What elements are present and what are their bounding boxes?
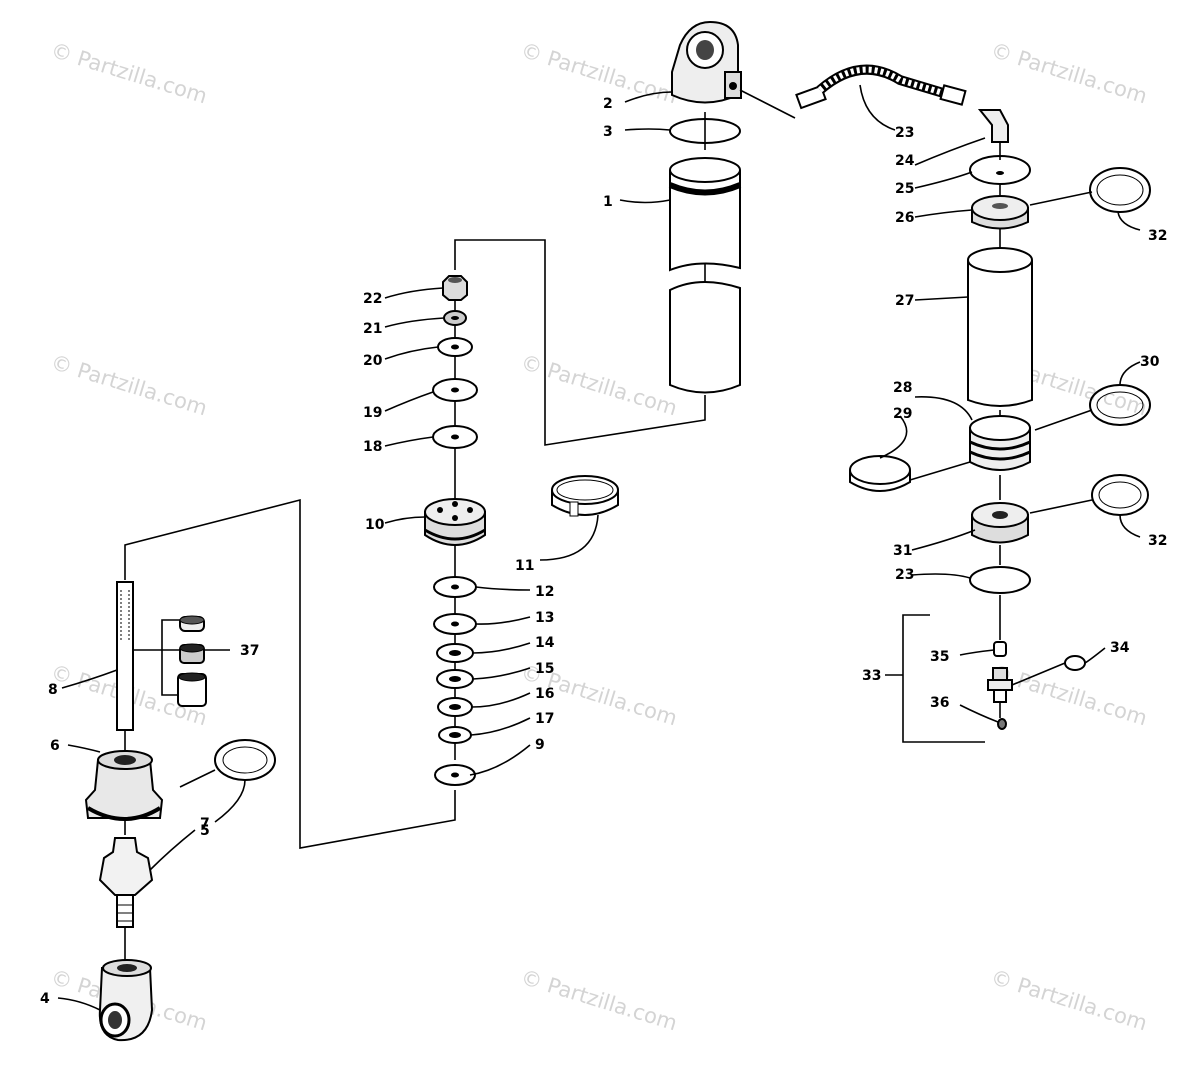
callout-13: 13: [535, 610, 554, 626]
callout-32-top: 32: [1148, 228, 1167, 244]
callout-5: 5: [200, 823, 210, 839]
callout-20: 20: [363, 353, 383, 369]
seal: [969, 155, 1031, 185]
callout-14: 14: [535, 635, 555, 651]
seal-ring: [214, 739, 276, 781]
callout-23-oring: 23: [895, 567, 914, 583]
bearing-housing: [84, 750, 164, 821]
piston-stack: [424, 275, 619, 786]
callout-7: 7: [200, 816, 210, 832]
body-tube: [668, 157, 742, 394]
valve-cap: [997, 718, 1007, 730]
reservoir-hose: [795, 64, 1009, 143]
callout-10: 10: [365, 517, 385, 533]
callout-16: 16: [535, 686, 554, 702]
callout-36: 36: [930, 695, 949, 711]
callout-23-hose: 23: [895, 125, 914, 141]
rod-end: [98, 837, 154, 928]
callout-33: 33: [862, 668, 881, 684]
callout-32-bottom: 32: [1148, 533, 1167, 549]
piston-band: [551, 475, 619, 517]
callout-2: 2: [603, 96, 613, 112]
callout-18: 18: [363, 439, 382, 455]
callout-35: 35: [930, 649, 949, 665]
callout-26: 26: [895, 210, 914, 226]
piston: [424, 498, 486, 546]
reservoir-end-cap: [971, 502, 1029, 544]
callout-37: 37: [240, 643, 259, 659]
shock-body: [668, 20, 1151, 730]
valve-body: [987, 667, 1013, 703]
reservoir-tube: [967, 247, 1033, 407]
callout-25: 25: [895, 181, 914, 197]
o-ring: [969, 566, 1031, 594]
callout-9: 9: [535, 737, 545, 753]
callout-24: 24: [895, 153, 915, 169]
shaft: [116, 581, 134, 731]
backup-ring: [1089, 167, 1151, 213]
callout-17: 17: [535, 711, 554, 727]
callout-31: 31: [893, 543, 912, 559]
upper-eye: [671, 20, 742, 104]
lower-eye: [98, 959, 154, 1042]
callout-22: 22: [363, 291, 382, 307]
valve-washer: [1064, 655, 1086, 671]
shaft-assembly: [84, 581, 276, 1042]
assembly-lines: [124, 112, 1001, 960]
bushing-set: [177, 615, 207, 707]
callout-1: 1: [603, 194, 613, 210]
callout-12: 12: [535, 584, 554, 600]
callout-labels: 1 2 3 4 5 6 7 8 9 10 11 12 13 14 15 16 1…: [40, 96, 1167, 1007]
callout-21: 21: [363, 321, 382, 337]
leader-lines: [57, 84, 1141, 1011]
piston-ring: [849, 455, 911, 492]
o-ring: [669, 118, 741, 144]
callout-15: 15: [535, 661, 554, 677]
callout-6: 6: [50, 738, 60, 754]
backup-ring: [1091, 474, 1149, 516]
callout-4: 4: [40, 991, 50, 1007]
callout-30: 30: [1140, 354, 1160, 370]
reservoir-cap: [971, 195, 1029, 230]
floating-piston: [969, 415, 1031, 471]
callout-3: 3: [603, 124, 613, 140]
callout-28: 28: [893, 380, 912, 396]
callout-11: 11: [515, 558, 534, 574]
seal-ring: [1089, 384, 1151, 426]
callout-8: 8: [48, 682, 58, 698]
callout-34: 34: [1110, 640, 1130, 656]
callout-19: 19: [363, 405, 382, 421]
nut: [442, 275, 468, 301]
valve-core: [993, 641, 1007, 657]
callout-27: 27: [895, 293, 914, 309]
callout-29: 29: [893, 406, 912, 422]
